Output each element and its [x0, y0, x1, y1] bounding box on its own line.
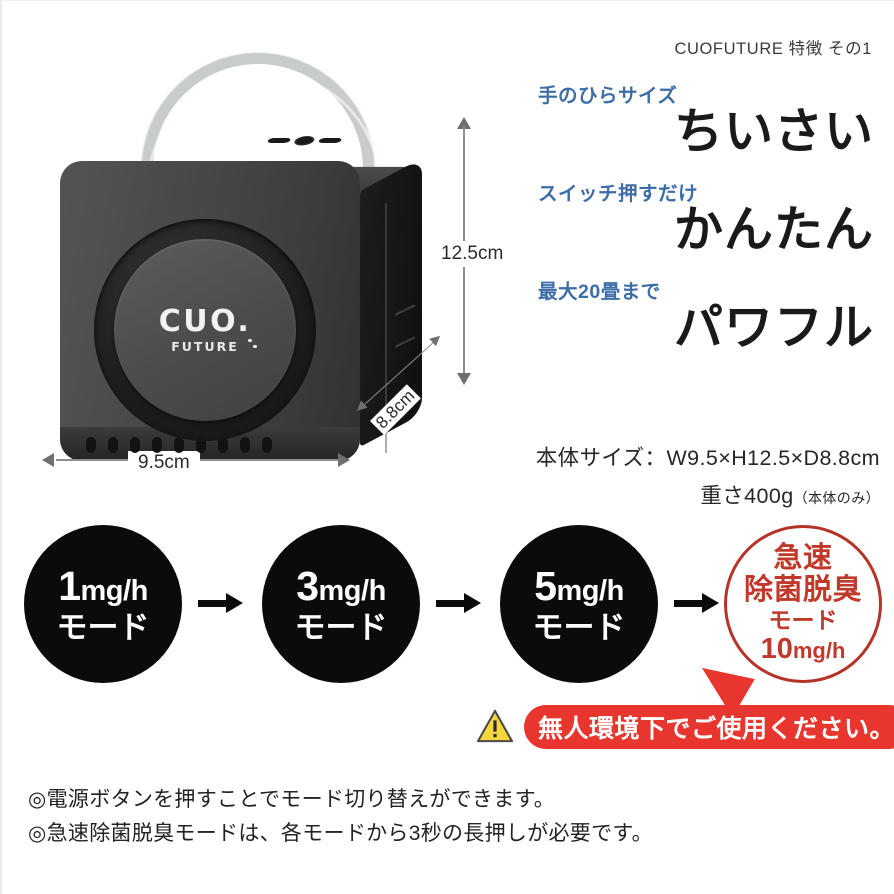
mode-label: モード	[294, 609, 388, 645]
arrow-head-up-icon	[457, 117, 471, 129]
mode-flow-diagram: 1mg/h モード 3mg/h モード 5mg/h モード 急速	[24, 525, 882, 685]
feature-headline: パワフル	[673, 300, 874, 355]
mode-circle-1mgh: 1mg/h モード	[24, 525, 182, 683]
feature-subtitle: 最大20畳まで	[538, 280, 661, 303]
mode-label: モード	[56, 609, 150, 645]
spec-size-text: 本体サイズ：W9.5×H12.5×D8.8cm	[535, 446, 880, 470]
indicator-light	[266, 138, 292, 143]
mode-rate-number: 1	[58, 562, 81, 609]
brand-logo-sub: FUTURE	[171, 338, 257, 354]
power-button-panel	[264, 134, 360, 147]
mode-rate: 3mg/h	[296, 562, 387, 609]
mode-rate-unit: mg/h	[556, 574, 625, 607]
rapid-mode-line2: 除菌脱臭	[743, 574, 862, 607]
dimension-label-width: 9.5cm	[128, 451, 200, 475]
feature-headline: ちいさい	[673, 105, 874, 159]
flow-arrow-icon	[436, 593, 482, 613]
footer-note: ◎電源ボタンを押すことでモード切り替えができます。	[28, 788, 556, 811]
product-photo: CUO. FUTURE	[42, 53, 462, 493]
brand-logo-sub-text: FUTURE	[171, 338, 239, 354]
brand-logo-main: CUO.	[158, 303, 252, 339]
feature-item-small: 手のひらサイズ ちいさい	[530, 79, 880, 159]
mode-rate-number: 5	[534, 562, 557, 609]
grill-slot	[108, 436, 118, 453]
grill-slot	[218, 436, 228, 453]
grill-slot	[86, 436, 96, 453]
spec-weight-text: 重さ400g（本体のみ）	[468, 479, 880, 510]
footer-notes: ◎電源ボタンを押すことでモード切り替えができます。 ◎急速除菌脱臭モードは、各モ…	[28, 783, 653, 851]
indicator-light	[317, 138, 343, 143]
product-logo-plate: CUO. FUTURE	[114, 239, 296, 421]
rapid-mode-rate-unit: mg/h	[792, 637, 846, 663]
feature-headline: かんたん	[673, 202, 874, 257]
grill-slot	[196, 436, 206, 453]
arrow-head-right-icon	[338, 453, 350, 467]
feature-item-easy: スイッチ押すだけ かんたん	[530, 177, 880, 257]
feature-list: 手のひらサイズ ちいさい スイッチ押すだけ かんたん 最大20畳まで パワフル	[530, 79, 880, 373]
warning-triangle-icon	[476, 709, 514, 743]
feature-subtitle: 手のひらサイズ	[538, 85, 678, 107]
mode-circle-5mgh: 5mg/h モード	[500, 525, 658, 683]
mode-circle-rapid-sterilize: 急速 除菌脱臭 モード 10mg/h	[724, 525, 882, 683]
mode-rate-unit: mg/h	[80, 574, 149, 607]
page-title: CUOFUTURE 特徴 その1	[674, 40, 872, 58]
rapid-mode-line3: モード	[768, 607, 838, 634]
grill-slot	[174, 436, 184, 453]
spec-block: 本体サイズ：W9.5×H12.5×D8.8cm 重さ400g（本体のみ）	[468, 441, 880, 510]
grill-slot	[262, 436, 272, 453]
flow-arrow-icon	[198, 593, 244, 613]
spec-weight-value: 重さ400g	[700, 484, 794, 508]
footer-note: ◎急速除菌脱臭モードは、各モードから3秒の長押しが必要です。	[28, 822, 653, 846]
warning-text: 無人環境下でご使用ください。	[538, 715, 894, 743]
flow-arrow-icon	[674, 593, 720, 613]
dimension-label-height: 12.5cm	[437, 241, 508, 267]
rapid-mode-rate-number: 10	[760, 632, 793, 665]
rapid-mode-rate: 10mg/h	[760, 632, 846, 665]
warning-banner: 無人環境下でご使用ください。	[524, 705, 894, 749]
mode-circle-3mgh: 3mg/h モード	[262, 525, 420, 683]
product-front-face: CUO. FUTURE	[60, 161, 360, 461]
mode-rate-unit: mg/h	[318, 574, 387, 607]
spec-weight-note: （本体のみ）	[793, 490, 880, 506]
product-bottom-grill	[86, 436, 316, 453]
dimension-line	[56, 459, 344, 461]
arrow-head-left-icon	[42, 453, 54, 467]
rapid-mode-line1: 急速	[773, 541, 833, 574]
feature-subtitle: スイッチ押すだけ	[538, 182, 699, 205]
grill-slot	[130, 436, 140, 453]
mode-label: モード	[532, 609, 626, 645]
product-front-ring: CUO. FUTURE	[94, 219, 316, 441]
logo-dots-icon	[248, 338, 257, 351]
mode-rate: 1mg/h	[58, 562, 149, 609]
mode-rate-number: 3	[296, 562, 319, 609]
grill-slot	[152, 436, 162, 453]
feature-item-powerful: 最大20畳まで パワフル	[530, 275, 880, 355]
mode-rate: 5mg/h	[534, 562, 625, 609]
arrow-head-down-icon	[457, 373, 471, 385]
power-button-icon	[294, 136, 315, 145]
grill-slot	[240, 436, 250, 453]
